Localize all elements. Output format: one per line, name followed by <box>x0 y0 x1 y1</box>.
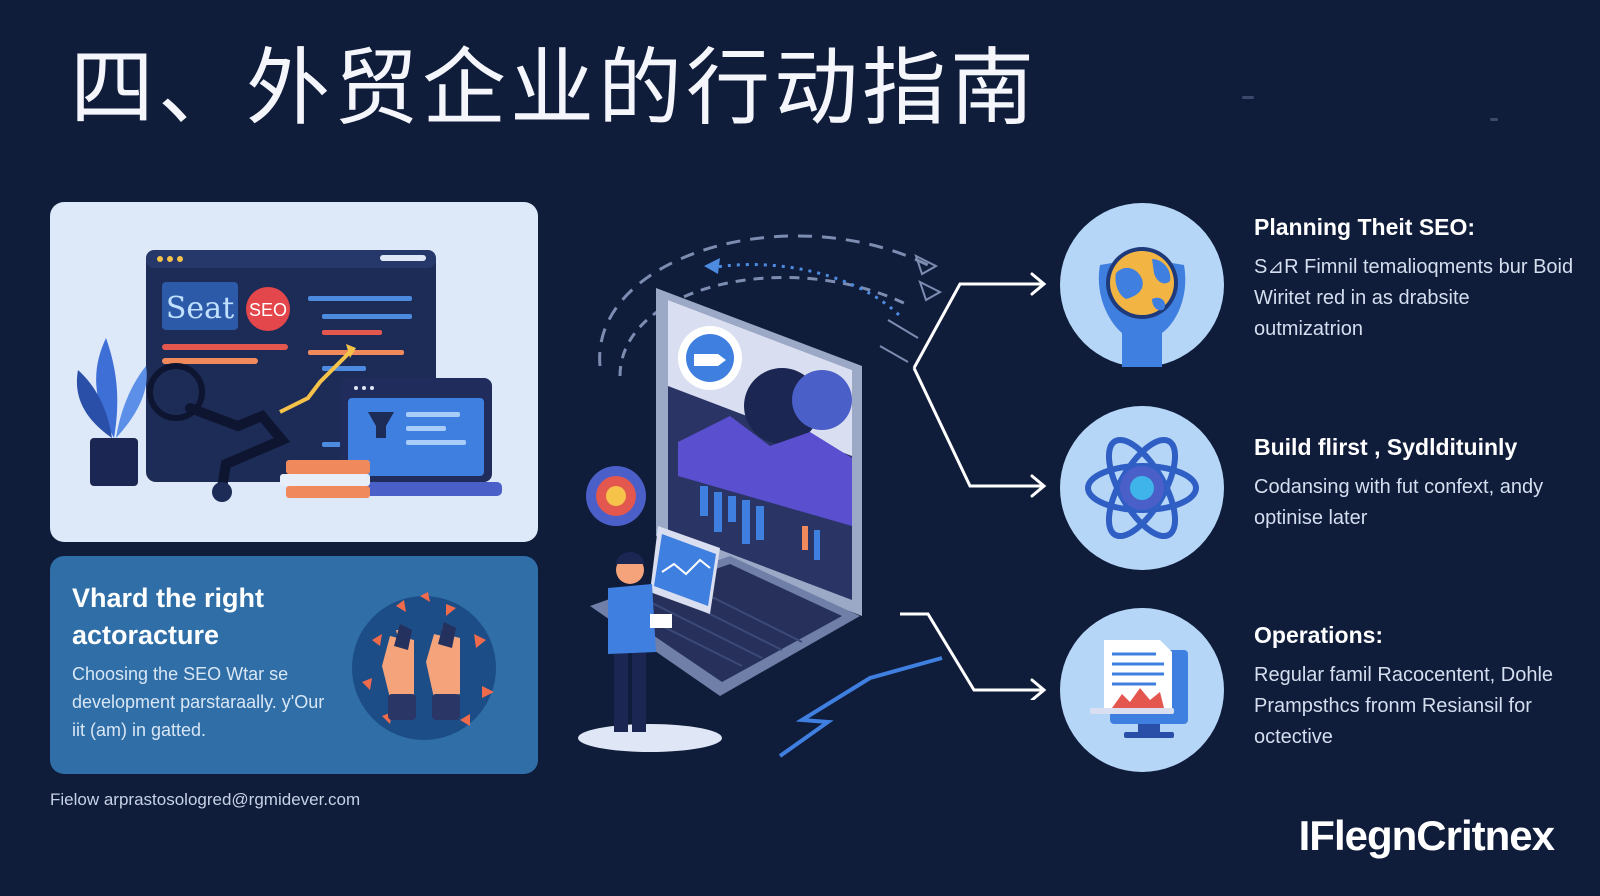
step-circle-planning <box>1060 203 1224 367</box>
info-card: Vhard the right actoracture Choosing the… <box>50 556 538 774</box>
seo-illustration-card: Seat SEO <box>50 202 538 542</box>
info-card-body: Choosing the SEO Wtar se development par… <box>72 664 325 740</box>
flow-connectors <box>900 272 1047 700</box>
atom-icon <box>1085 436 1199 540</box>
step-operations: Operations: Regular famil Racocentent, D… <box>1254 620 1584 753</box>
monitor-report-icon <box>1090 640 1188 738</box>
decor-speck <box>1242 96 1254 99</box>
seo-dashboard-illustration: Seat SEO <box>76 250 502 502</box>
step-circle-operations <box>1060 608 1224 772</box>
page-title: 四、外贸企业的行动指南 <box>70 39 1039 137</box>
footer-email[interactable]: Fielow arprastosologred@rgmidever.com <box>50 790 361 809</box>
step-planning: Planning Theit SEO: S⊿R Fimnil temalioqm… <box>1254 212 1584 345</box>
seo-badge: SEO <box>249 300 287 320</box>
screen-logo: Seat <box>166 291 234 326</box>
step-description: Codansing with fut confext, andy optinis… <box>1254 476 1544 529</box>
step-description: Regular famil Racocentent, Dohle Prampst… <box>1254 664 1554 748</box>
brand-logo[interactable]: IFlegnCritnex <box>1298 812 1555 859</box>
step-description: S⊿R Fimnil temalioqments bur Boid Wirite… <box>1254 256 1574 340</box>
step-title: Build flirst , Sydldituinly <box>1254 434 1518 460</box>
decor-speck <box>1490 118 1498 121</box>
globe-in-hands-icon <box>1098 247 1186 367</box>
step-title: Operations: <box>1254 622 1384 648</box>
hands-icon <box>352 592 496 740</box>
step-build: Build flirst , Sydldituinly Codansing wi… <box>1254 432 1584 534</box>
workstation-illustration <box>578 234 943 758</box>
step-circle-build <box>1060 406 1224 570</box>
step-title: Planning Theit SEO: <box>1254 214 1476 240</box>
info-card-heading: Vhard the right actoracture <box>72 583 265 650</box>
